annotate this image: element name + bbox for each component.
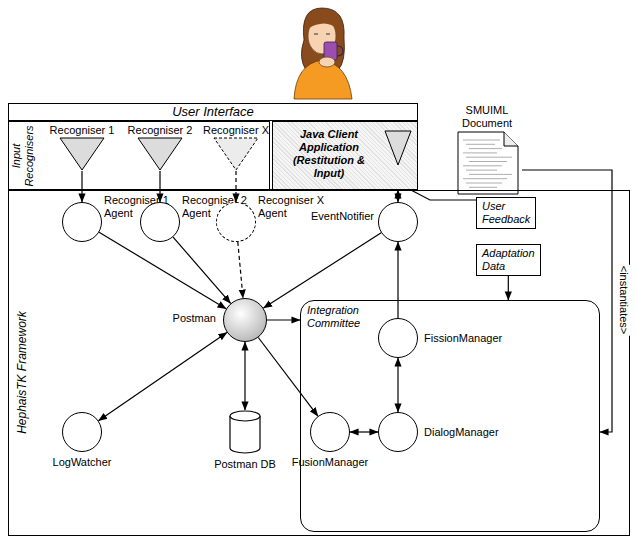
recogniser-label: Recogniser 2 bbox=[122, 124, 198, 137]
note-box: User Feedback bbox=[476, 197, 536, 229]
smuiml-document: SMUIML Document bbox=[452, 104, 522, 196]
triangle-symbol bbox=[122, 137, 198, 171]
agent-circle: LogWatcher bbox=[62, 412, 102, 452]
triangle-outline bbox=[385, 131, 411, 165]
node-label: DialogManager bbox=[424, 426, 524, 439]
user-illustration bbox=[288, 0, 358, 100]
triangle-outline bbox=[214, 138, 258, 170]
database-cylinder: Postman DB bbox=[229, 410, 261, 454]
connector-line bbox=[238, 242, 243, 298]
document-text-line bbox=[469, 187, 497, 188]
hair bbox=[301, 8, 344, 70]
agent-circle: Recogniser X Agent bbox=[216, 202, 256, 242]
recogniser-label: Recogniser 1 bbox=[44, 124, 120, 137]
mug-handle bbox=[337, 46, 343, 56]
agent-circle: EventNotifier bbox=[378, 202, 418, 242]
rotated-label: HephaisTK Framework bbox=[15, 311, 28, 434]
committee-box: Integration CommitteeFissionManagerDialo… bbox=[300, 300, 600, 532]
cylinder-top bbox=[230, 411, 260, 421]
connector-line bbox=[258, 338, 318, 417]
node-label: LogWatcher bbox=[32, 456, 132, 469]
document-fold bbox=[504, 132, 518, 146]
manager-circle: FusionManager bbox=[310, 412, 350, 452]
fringe bbox=[307, 18, 338, 30]
node-label: FusionManager bbox=[280, 456, 380, 469]
document-text-line bbox=[463, 178, 507, 179]
agent-circle: Recogniser 2 Agent bbox=[140, 202, 180, 242]
connector-line bbox=[350, 431, 378, 432]
node-label: FissionManager bbox=[424, 332, 524, 345]
recogniser-triangle: Recogniser X bbox=[198, 124, 274, 171]
note-box: Adaptation Data bbox=[476, 244, 541, 276]
document-text-line bbox=[469, 148, 502, 149]
document-text-line bbox=[466, 183, 502, 184]
connector-line bbox=[397, 358, 398, 412]
node-label: EventNotifier bbox=[290, 210, 374, 223]
manager-circle: DialogManager bbox=[378, 412, 418, 452]
document-outline bbox=[458, 132, 518, 194]
triangle-symbol bbox=[44, 137, 120, 171]
connector-line bbox=[81, 171, 82, 202]
client-application: Java Client Application (Restitution & I… bbox=[272, 121, 418, 190]
recogniser-triangle: Recogniser 2 bbox=[122, 124, 198, 171]
rotated-label: Input Recognisers bbox=[9, 125, 35, 186]
eyes bbox=[314, 34, 330, 35]
connector-line bbox=[397, 190, 398, 202]
connector-line bbox=[99, 232, 226, 308]
document-text-line bbox=[466, 157, 512, 158]
recogniser-label: Recogniser X bbox=[198, 124, 274, 137]
connector-line bbox=[173, 237, 231, 303]
triangle-symbol bbox=[198, 137, 274, 171]
connector-line bbox=[397, 242, 398, 318]
node-label: Postman DB bbox=[195, 458, 295, 471]
hand bbox=[319, 57, 335, 67]
note-label: User Feedback bbox=[482, 200, 530, 226]
connector-line bbox=[267, 319, 300, 320]
agent-circle: Recogniser 1 Agent bbox=[62, 202, 102, 242]
interface-band: User InterfaceInput Recognisers Recognise… bbox=[8, 103, 418, 190]
connector-line bbox=[99, 333, 227, 421]
document-text-line bbox=[463, 165, 502, 166]
document-text-line bbox=[469, 174, 512, 175]
document-text-line bbox=[463, 152, 497, 153]
connector-line bbox=[264, 233, 382, 308]
document-text-line bbox=[469, 161, 507, 162]
cylinder-shape bbox=[229, 410, 261, 454]
postman-circle: Postman bbox=[223, 298, 267, 342]
node-label: Postman bbox=[154, 312, 216, 325]
connector-line bbox=[508, 276, 509, 300]
client-label: Java Client Application (Restitution & I… bbox=[279, 128, 379, 180]
triangle-outline bbox=[60, 138, 104, 170]
manager-circle: FissionManager bbox=[378, 318, 418, 358]
band-heading: User Interface bbox=[9, 104, 417, 121]
triangle-outline bbox=[138, 138, 182, 170]
connector-line bbox=[244, 342, 245, 410]
note-label: Adaptation Data bbox=[482, 247, 535, 273]
edge-label: <instantiates> bbox=[618, 265, 630, 336]
recogniser-triangle: Recogniser 1 bbox=[44, 124, 120, 171]
document-text-line bbox=[466, 144, 495, 145]
recogniser-region: Input Recognisers Recogniser 1Recogniser … bbox=[8, 121, 270, 190]
document-icon bbox=[452, 130, 522, 196]
document-label: SMUIML Document bbox=[462, 104, 512, 130]
client-triangle bbox=[384, 130, 412, 166]
committee-label: Integration Committee bbox=[307, 304, 360, 330]
framework-box: HephaisTK Framework Recogniser 1 Agent Rec… bbox=[8, 190, 630, 536]
document-text-line bbox=[463, 140, 500, 141]
document-text-line bbox=[466, 170, 497, 171]
